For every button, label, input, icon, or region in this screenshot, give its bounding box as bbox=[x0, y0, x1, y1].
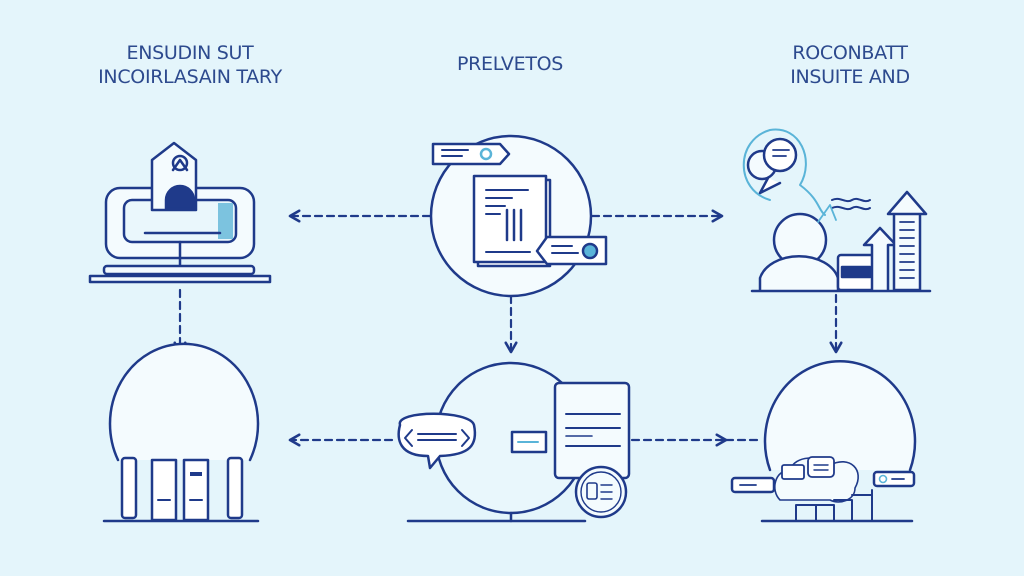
server-computer-icon bbox=[88, 141, 272, 284]
left-title-line2: INCOIRLASAIN TARY bbox=[98, 66, 282, 88]
chat-cloud-dome-icon bbox=[730, 360, 917, 523]
center-title-line1: PRELVETOS bbox=[456, 53, 564, 75]
left-title-line1: ENSUDIN SUT bbox=[126, 42, 254, 64]
center-column-title: PRELVETOS bbox=[400, 52, 620, 76]
left-column-title: ENSUDIN SUT INCOIRLASAIN TARY bbox=[60, 41, 320, 89]
tag-label-icon bbox=[431, 142, 511, 166]
server-racks-dome-icon bbox=[102, 342, 260, 523]
code-chat-document-icon bbox=[397, 361, 631, 523]
person-growth-chart-icon bbox=[742, 128, 932, 293]
right-title-line2: INSUITE AND bbox=[790, 66, 910, 88]
right-column-title: ROCONBATT INSUITE AND bbox=[740, 41, 960, 89]
right-title-line1: ROCONBATT bbox=[792, 42, 908, 64]
document-circle-icon bbox=[429, 134, 608, 298]
connectors bbox=[173, 209, 843, 447]
document-icon bbox=[553, 381, 631, 480]
